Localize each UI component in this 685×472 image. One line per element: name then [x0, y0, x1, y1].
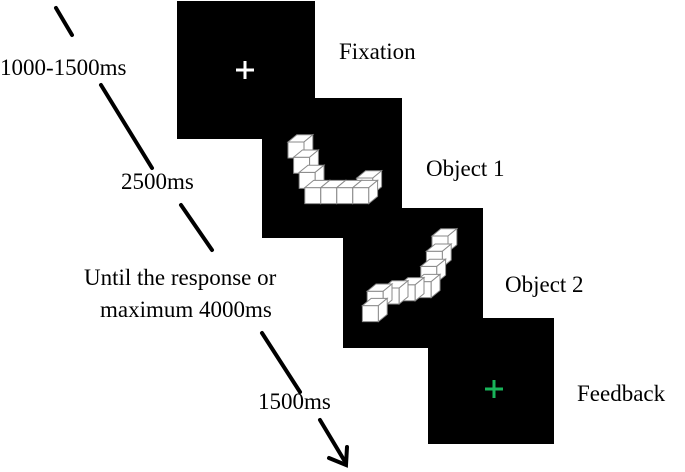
fixation-screen-label: Fixation — [339, 39, 416, 64]
fixation-cross-icon — [236, 61, 254, 79]
cube-face — [304, 187, 322, 205]
object-1-duration-label: 2500ms — [121, 169, 194, 194]
cube-face — [352, 187, 370, 205]
cube-face — [361, 305, 379, 323]
timeline-segment-4 — [260, 331, 302, 394]
object-2-duration-line-1: Until the response or — [84, 265, 277, 290]
timeline-arrowhead — [327, 445, 349, 468]
feedback-duration-label: 1500ms — [258, 389, 331, 414]
feedback-screen-label: Feedback — [577, 381, 666, 406]
fixation-duration-label: 1000-1500ms — [0, 55, 127, 80]
cube-face — [377, 297, 388, 323]
object-2-duration-line-2: maximum 4000ms — [100, 297, 272, 322]
object-2-screen-label: Object 2 — [505, 272, 584, 297]
cube-face — [336, 187, 354, 205]
cube-face — [398, 279, 409, 306]
timeline-segment-5 — [318, 418, 346, 462]
cube-object-1 — [286, 133, 384, 205]
timeline-segment-2 — [99, 83, 154, 170]
cube-face — [430, 273, 441, 299]
cube-face — [414, 276, 425, 302]
feedback-screen — [428, 318, 554, 444]
cube-object-2 — [360, 227, 459, 323]
timeline-segment-1 — [54, 6, 74, 37]
cube-face — [368, 179, 379, 205]
cube-face — [320, 187, 338, 205]
feedback-cross-icon — [485, 380, 503, 398]
timeline-segment-3 — [179, 203, 214, 252]
object-1-screen-label: Object 1 — [426, 156, 505, 181]
